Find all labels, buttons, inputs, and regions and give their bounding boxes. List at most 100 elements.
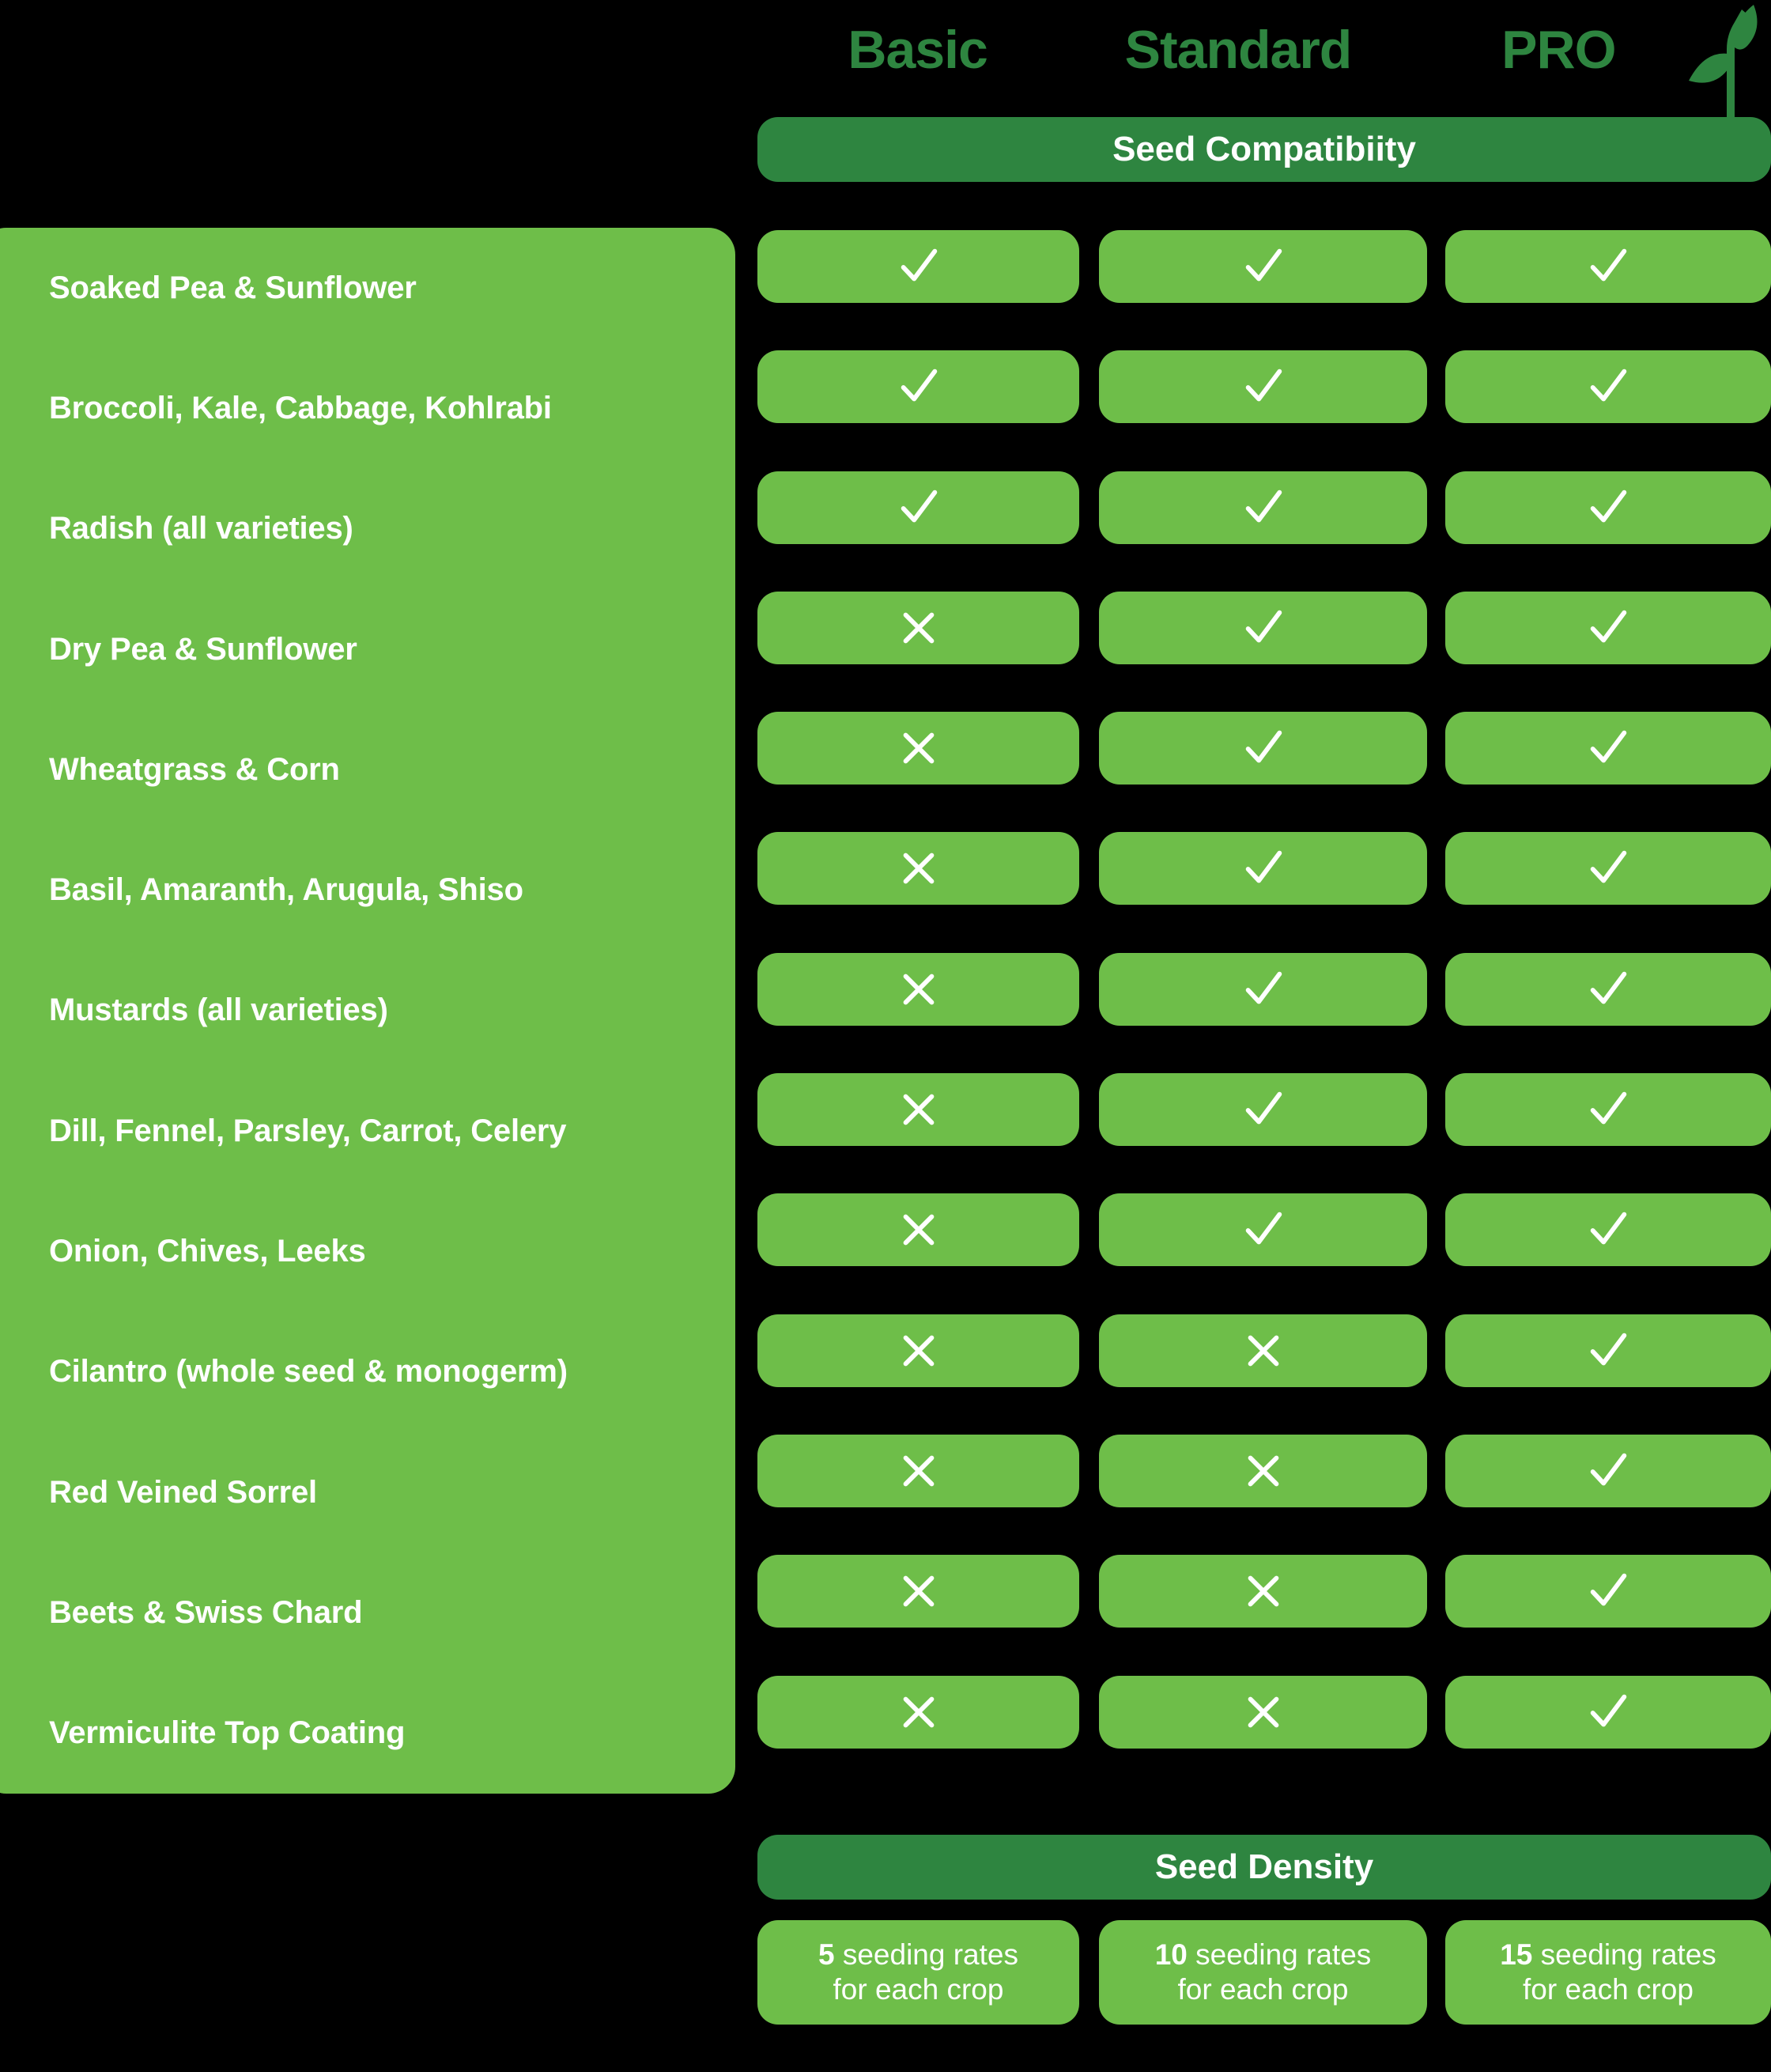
compatibility-cell-basic[interactable]: [757, 1193, 1079, 1267]
compatibility-cell-standard[interactable]: [1099, 712, 1427, 785]
seed-type-label: Dill, Fennel, Parsley, Carrot, Celery: [49, 1113, 567, 1148]
compatibility-cell-pro[interactable]: [1445, 1434, 1771, 1507]
compatibility-cell-standard[interactable]: [1099, 1073, 1427, 1147]
compatibility-cell-standard[interactable]: [1099, 1675, 1427, 1749]
compatibility-cell-basic[interactable]: [757, 591, 1079, 664]
check-icon: [1590, 490, 1627, 522]
compatibility-cell-pro[interactable]: [1445, 1193, 1771, 1267]
check-icon: [1590, 1091, 1627, 1125]
check-icon: [1245, 851, 1282, 883]
cross-icon: [1248, 1575, 1278, 1607]
plan-header-standard[interactable]: Standard: [1078, 0, 1398, 111]
compatibility-cell-basic[interactable]: [757, 1675, 1079, 1749]
list-item: Beets & Swiss Chard: [49, 1552, 735, 1673]
seed-density-rate-suffix: seeding rates: [834, 1938, 1018, 1972]
check-icon: [1245, 369, 1282, 402]
plan-header-row: Basic Standard PRO: [757, 0, 1771, 111]
compatibility-cell-standard[interactable]: [1099, 591, 1427, 664]
check-icon: [1245, 971, 1282, 1004]
compatibility-cell-basic[interactable]: [757, 471, 1079, 544]
compatibility-cell-standard[interactable]: [1099, 350, 1427, 424]
compatibility-cell-standard[interactable]: [1099, 230, 1427, 303]
table-row: [757, 1193, 1771, 1314]
compatibility-cell-standard[interactable]: [1099, 471, 1427, 544]
seed-density-sub-line: for each crop: [833, 1973, 1004, 2006]
check-icon: [1245, 490, 1282, 522]
compatibility-cell-pro[interactable]: [1445, 712, 1771, 785]
seed-density-banner-title: Seed Density: [1154, 1847, 1374, 1886]
plan-header-basic[interactable]: Basic: [757, 0, 1078, 111]
table-row: [757, 1073, 1771, 1193]
seed-density-rate-suffix: seeding rates: [1532, 1938, 1716, 1972]
compatibility-cell-basic[interactable]: [757, 350, 1079, 424]
compatibility-cell-standard[interactable]: [1099, 832, 1427, 906]
check-icon: [1590, 248, 1627, 282]
seed-density-sub-line: for each crop: [1177, 1973, 1349, 2006]
seed-density-card-basic: 5 seeding rates for each crop: [757, 1920, 1079, 2025]
table-row: [757, 1555, 1771, 1675]
seed-density-count: 10: [1154, 1938, 1188, 1972]
cross-icon: [903, 732, 934, 764]
table-row: [757, 1675, 1771, 1796]
compatibility-cell-basic[interactable]: [757, 1434, 1079, 1507]
compatibility-cell-basic[interactable]: [757, 1555, 1079, 1628]
seed-type-label: Soaked Pea & Sunflower: [49, 270, 417, 305]
list-item: Basil, Amaranth, Arugula, Shiso: [49, 830, 735, 950]
compatibility-cell-pro[interactable]: [1445, 1073, 1771, 1147]
seed-density-count: 5: [818, 1938, 835, 1972]
cross-icon: [903, 853, 934, 884]
check-icon: [1590, 610, 1627, 643]
seed-density-count: 15: [1500, 1938, 1533, 1972]
compatibility-cell-standard[interactable]: [1099, 1555, 1427, 1628]
table-row: [757, 230, 1771, 350]
compatibility-cell-basic[interactable]: [757, 230, 1079, 303]
compatibility-cell-pro[interactable]: [1445, 471, 1771, 544]
compatibility-cell-pro[interactable]: [1445, 1675, 1771, 1749]
seed-type-label: Basil, Amaranth, Arugula, Shiso: [49, 872, 523, 908]
cross-icon: [903, 1575, 934, 1607]
seed-type-label: Beets & Swiss Chard: [49, 1594, 363, 1630]
compatibility-cell-basic[interactable]: [757, 952, 1079, 1026]
cross-icon: [903, 1696, 934, 1727]
compatibility-cell-standard[interactable]: [1099, 1434, 1427, 1507]
compatibility-cell-basic[interactable]: [757, 832, 1079, 906]
seed-density-rate-line: 15 seeding rates: [1500, 1938, 1716, 1972]
compatibility-cell-basic[interactable]: [757, 1073, 1079, 1147]
compatibility-cell-pro[interactable]: [1445, 591, 1771, 664]
compatibility-cell-pro[interactable]: [1445, 230, 1771, 303]
cross-icon: [903, 1215, 934, 1246]
cross-icon: [1248, 1455, 1278, 1487]
compatibility-cell-pro[interactable]: [1445, 350, 1771, 424]
cross-icon: [1248, 1696, 1278, 1727]
plan-header-pro[interactable]: PRO: [1399, 0, 1771, 111]
compatibility-cell-pro[interactable]: [1445, 1555, 1771, 1628]
check-icon: [1590, 730, 1627, 763]
compatibility-cell-basic[interactable]: [757, 712, 1079, 785]
seed-density-banner: Seed Density: [757, 1835, 1771, 1900]
list-item: Onion, Chives, Leeks: [49, 1191, 735, 1311]
table-row: [757, 591, 1771, 712]
compatibility-cell-standard[interactable]: [1099, 1314, 1427, 1387]
check-icon: [901, 248, 937, 282]
list-item: Dill, Fennel, Parsley, Carrot, Celery: [49, 1071, 735, 1191]
compatibility-cell-standard[interactable]: [1099, 952, 1427, 1026]
list-item: Wheatgrass & Corn: [49, 709, 735, 830]
check-icon: [1590, 851, 1627, 883]
seed-density-rate-line: 10 seeding rates: [1155, 1938, 1372, 1972]
compatibility-cell-basic[interactable]: [757, 1314, 1079, 1387]
table-row: [757, 350, 1771, 471]
list-item: Vermiculite Top Coating: [49, 1673, 735, 1794]
compatibility-cell-pro[interactable]: [1445, 832, 1771, 906]
table-row: [757, 1434, 1771, 1555]
seed-type-label: Radish (all varieties): [49, 511, 353, 546]
seed-type-label: Red Veined Sorrel: [49, 1474, 317, 1510]
table-row: [757, 832, 1771, 952]
check-icon: [901, 490, 937, 522]
compatibility-cell-standard[interactable]: [1099, 1193, 1427, 1267]
list-item: Radish (all varieties): [49, 469, 735, 589]
cross-icon: [903, 1455, 934, 1487]
table-row: [757, 952, 1771, 1073]
compatibility-cell-pro[interactable]: [1445, 1314, 1771, 1387]
compatibility-cell-pro[interactable]: [1445, 952, 1771, 1026]
seed-type-label: Broccoli, Kale, Cabbage, Kohlrabi: [49, 390, 552, 425]
